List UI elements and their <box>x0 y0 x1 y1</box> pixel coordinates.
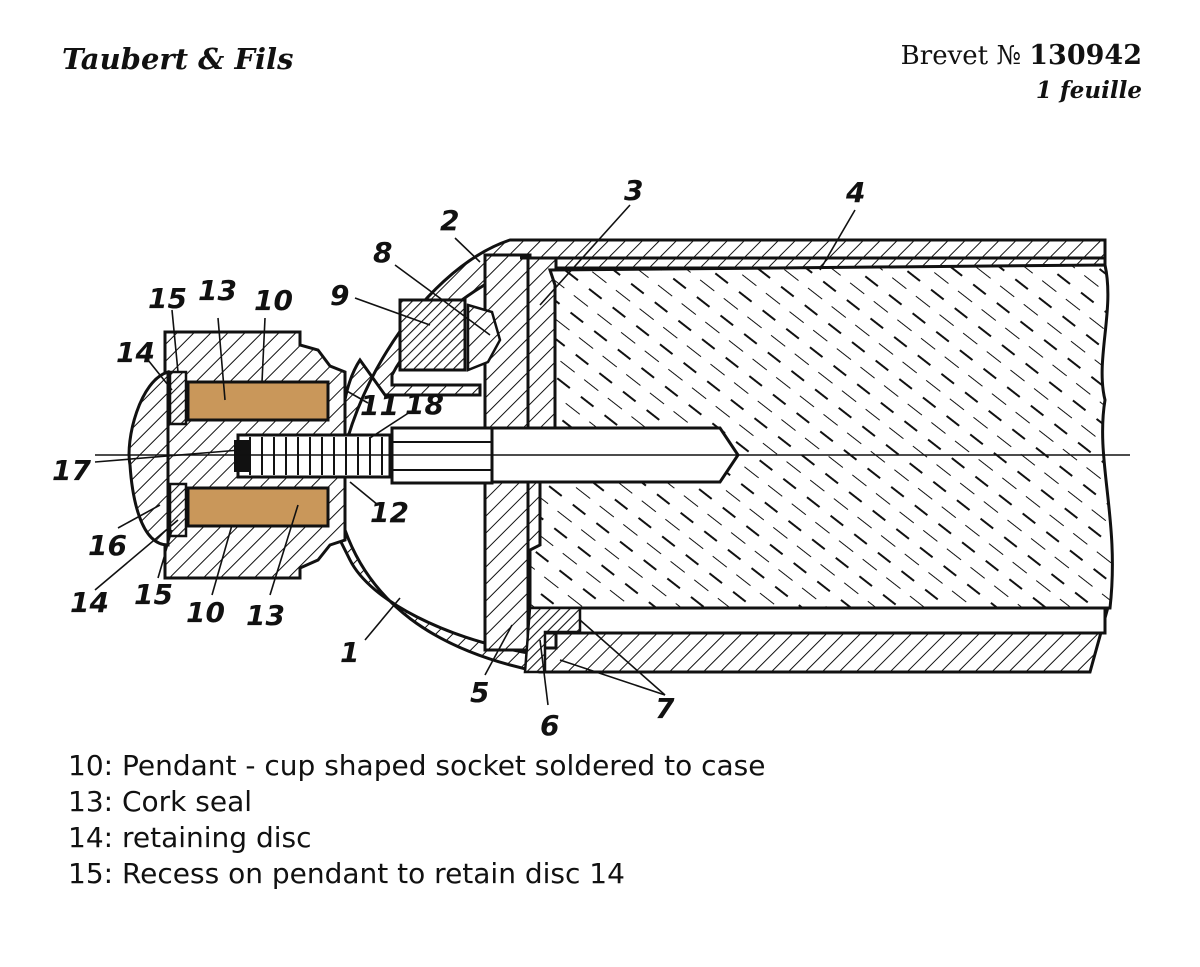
callout-18: 18 <box>405 388 444 421</box>
callout-2: 2 <box>440 204 459 237</box>
gasket-8 <box>466 303 502 372</box>
cork-seal-lower <box>186 486 330 528</box>
cork-seal-upper <box>186 380 330 422</box>
callout-12: 12 <box>370 496 409 529</box>
callout-10-top: 10 <box>254 284 293 317</box>
brevet-line: Brevet № 130942 <box>901 40 1142 71</box>
sheet-count: 1 feuille <box>1035 77 1142 104</box>
retaining-disc-upper <box>168 370 188 426</box>
dial-plate <box>528 606 1107 635</box>
retaining-disc-lower <box>168 482 188 538</box>
callout-4: 4 <box>845 176 865 209</box>
callout-3: 3 <box>624 174 643 207</box>
stem-thread <box>236 433 392 479</box>
callout-6: 6 <box>540 709 559 742</box>
patent-drawing: 1 2 3 4 5 6 7 8 9 10 10 11 12 13 13 14 1… <box>52 174 1130 742</box>
callout-9: 9 <box>330 279 349 312</box>
stem-head <box>234 440 250 472</box>
callout-14-bottom: 14 <box>70 586 109 619</box>
legend: 10: Pendant - cup shaped socket soldered… <box>68 748 765 892</box>
callout-11: 11 <box>360 389 399 422</box>
brevet-prefix: Brevet № <box>900 41 1021 71</box>
callout-13-bottom: 13 <box>246 599 285 632</box>
applicant-name: Taubert & Fils <box>62 42 294 76</box>
callout-15-top: 15 <box>148 282 187 315</box>
callout-14-top: 14 <box>116 336 155 369</box>
legend-item-15: 15: Recess on pendant to retain disc 14 <box>68 857 625 890</box>
callout-1: 1 <box>340 636 359 669</box>
callout-10-bottom: 10 <box>186 596 225 629</box>
callout-8: 8 <box>373 236 392 269</box>
callout-15-bottom: 15 <box>134 578 173 611</box>
legend-item-13: 13: Cork seal <box>68 785 253 818</box>
legend-item-14: 14: retaining disc <box>68 821 312 854</box>
leader-lines <box>94 204 856 706</box>
bezel-step <box>523 606 582 674</box>
callout-13-top: 13 <box>198 274 237 307</box>
crown-cap <box>127 370 170 547</box>
callout-16: 16 <box>88 529 127 562</box>
gasket-9 <box>398 298 467 372</box>
callout-17: 17 <box>52 454 91 487</box>
brevet-number: 130942 <box>1029 40 1142 71</box>
patent-reference: Brevet № 130942 1 feuille <box>901 40 1142 104</box>
callout-7: 7 <box>655 692 675 725</box>
callout-5: 5 <box>470 676 489 709</box>
legend-item-10: 10: Pendant - cup shaped socket soldered… <box>68 749 766 782</box>
